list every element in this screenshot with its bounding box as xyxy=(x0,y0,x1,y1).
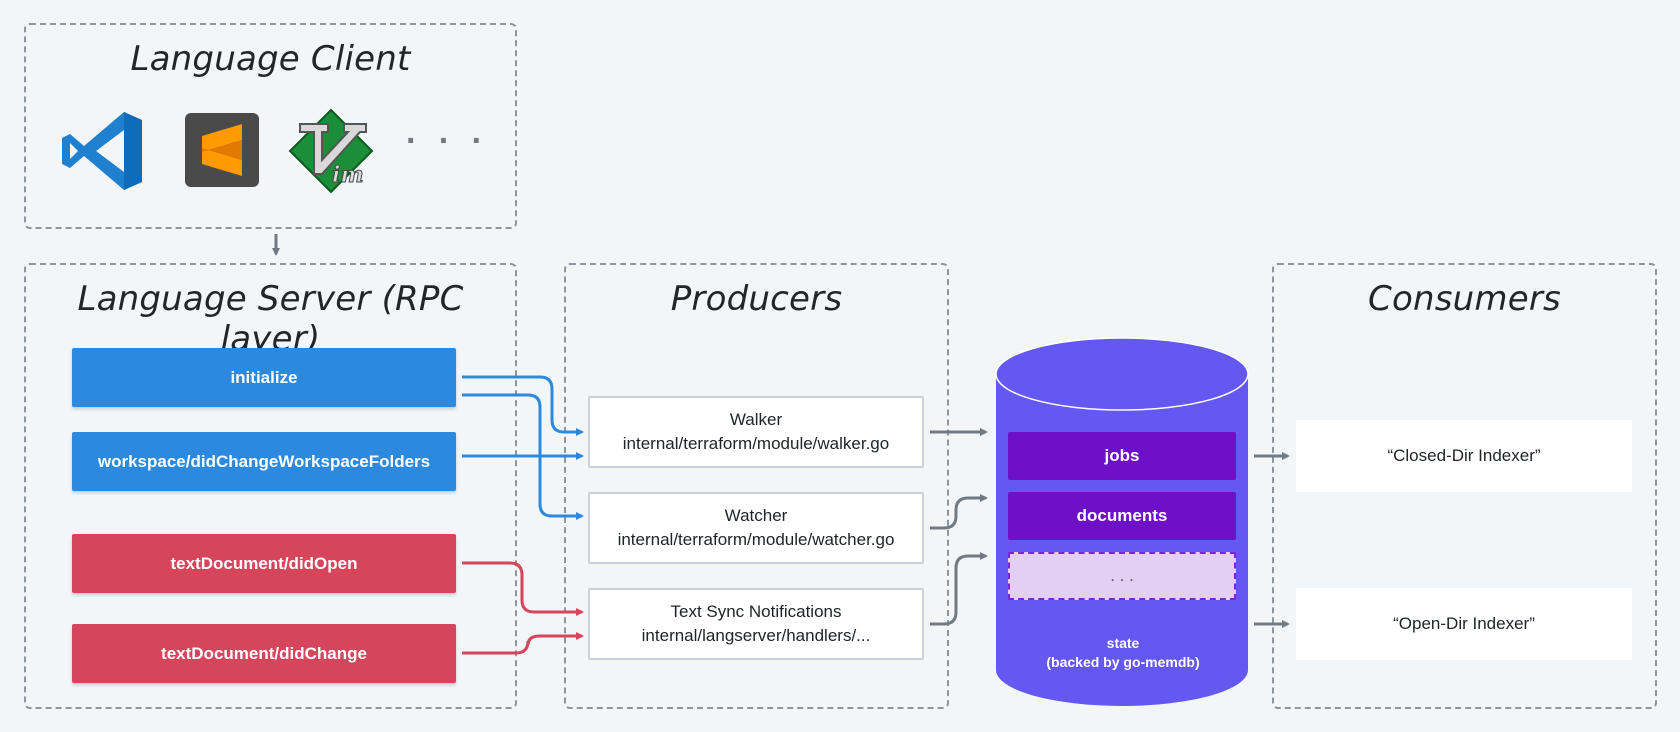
producer-walker: Walker internal/terraform/module/walker.… xyxy=(588,396,924,468)
language-server-title: Language Server (RPC layer) xyxy=(77,279,464,359)
language-server-group: Language Server (RPC layer) xyxy=(24,263,517,709)
consumers-title: Consumers xyxy=(1368,279,1561,319)
more-clients-ellipsis: · · · xyxy=(406,122,489,160)
state-table-documents: documents xyxy=(1008,492,1236,540)
rpc-textdocument-didchange: textDocument/didChange xyxy=(72,624,456,683)
rpc-textdocument-didopen: textDocument/didOpen xyxy=(72,534,456,593)
state-label-subtitle: (backed by go-memdb) xyxy=(1046,654,1200,670)
sublime-text-icon xyxy=(184,112,260,188)
producer-walker-path: internal/terraform/module/walker.go xyxy=(622,434,890,453)
producer-text-sync-name: Text Sync Notifications xyxy=(670,602,842,621)
state-table-more: . . . xyxy=(1008,552,1236,600)
language-client-group: Language Client xyxy=(24,23,517,229)
producers-title: Producers xyxy=(670,279,843,319)
producer-walker-name: Walker xyxy=(729,410,783,429)
rpc-workspace-didchangeworkspacefolders: workspace/didChangeWorkspaceFolders xyxy=(72,432,456,491)
consumer-open-dir-indexer: “Open-Dir Indexer” xyxy=(1296,588,1632,660)
vim-icon: im xyxy=(288,108,374,194)
language-client-title: Language Client xyxy=(130,39,411,79)
state-label: state (backed by go-memdb) xyxy=(998,634,1248,672)
consumer-closed-dir-indexer: “Closed-Dir Indexer” xyxy=(1296,420,1632,492)
producer-text-sync-path: internal/langserver/handlers/... xyxy=(641,626,871,645)
producer-text-sync: Text Sync Notifications internal/langser… xyxy=(588,588,924,660)
producer-watcher-path: internal/terraform/module/watcher.go xyxy=(617,530,895,549)
svg-text:im: im xyxy=(332,162,364,188)
producer-watcher: Watcher internal/terraform/module/watche… xyxy=(588,492,924,564)
state-table-jobs: jobs xyxy=(1008,432,1236,480)
producer-watcher-name: Watcher xyxy=(724,506,788,525)
rpc-initialize: initialize xyxy=(72,348,456,407)
state-label-title: state xyxy=(1106,635,1140,651)
consumers-group: Consumers xyxy=(1272,263,1657,709)
vscode-icon xyxy=(60,108,146,194)
